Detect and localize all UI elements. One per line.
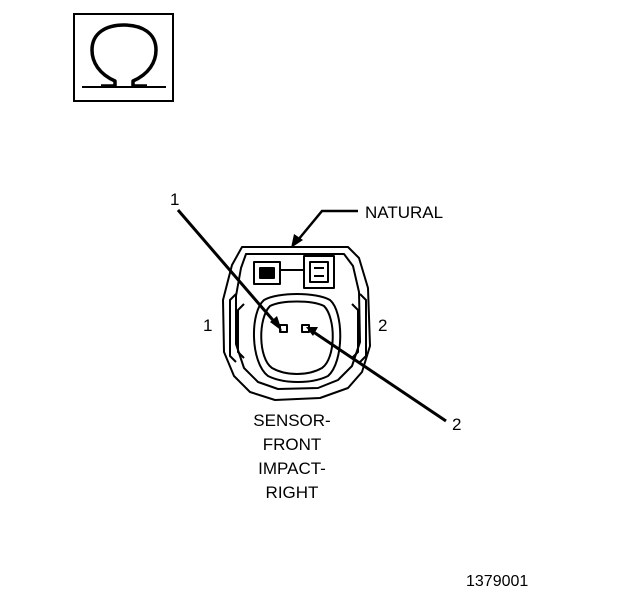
pin-1-callout: 1 [170, 190, 179, 209]
pin-2-arrowhead [306, 327, 318, 336]
connector-caption: SENSOR- FRONT IMPACT- RIGHT [253, 411, 330, 502]
natural-color-label: NATURAL [365, 203, 443, 222]
callout-leaders [176, 209, 447, 423]
natural-leader [297, 209, 358, 241]
connector [222, 246, 371, 401]
caption-line: SENSOR- [253, 411, 330, 430]
figure-number: 1379001 [466, 573, 528, 590]
ohm-symbol [73, 13, 174, 102]
top-latch-right-detail [309, 261, 329, 283]
pin-1-arrowhead [270, 316, 282, 331]
right-lock-rib [359, 293, 367, 363]
pin-2-callout: 2 [452, 415, 461, 434]
left-lock-rib [229, 293, 237, 363]
caption-line: IMPACT- [258, 459, 326, 478]
left-lock-tab [237, 303, 245, 359]
right-lock-tab [351, 303, 359, 359]
natural-arrowhead [291, 234, 303, 248]
connector-inner-shell [235, 253, 361, 390]
pin-2-leader [311, 329, 447, 423]
cavity-label-right: 2 [378, 316, 387, 335]
ohm-symbol-frame [73, 13, 174, 102]
caption-line: FRONT [263, 435, 322, 454]
connector-outer-shell [222, 246, 371, 401]
top-latch-right [303, 255, 335, 289]
terminal-cavity [253, 293, 342, 383]
top-latch-left [253, 261, 281, 285]
pin-1-leader [176, 209, 280, 327]
terminal-cavity-inner [260, 300, 334, 375]
caption-line: RIGHT [266, 483, 319, 502]
top-latch-left-inner [259, 267, 275, 279]
ohm-icon [90, 23, 158, 88]
cavity-label-left: 1 [203, 316, 212, 335]
